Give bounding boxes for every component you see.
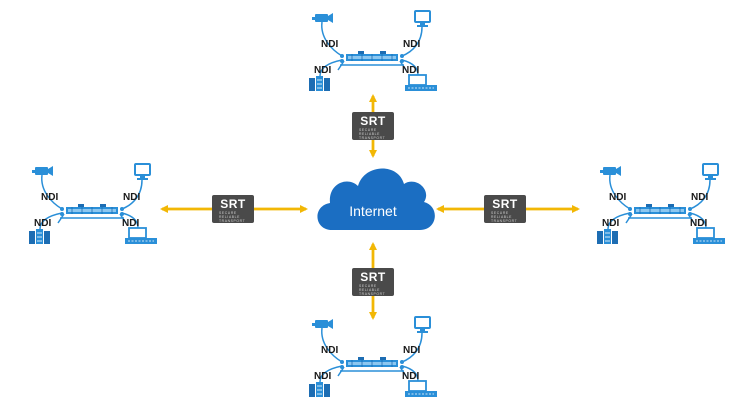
svg-text:RELIABLE: RELIABLE: [359, 132, 380, 136]
ndi-label: NDI: [34, 218, 51, 229]
svg-text:SECURE: SECURE: [491, 211, 509, 215]
internet-cloud: Internet: [317, 168, 435, 230]
ndi-label: NDI: [403, 345, 420, 356]
ndi-label: NDI: [602, 218, 619, 229]
ndi-label: NDI: [314, 371, 331, 382]
ndi-label: NDI: [402, 371, 419, 382]
svg-text:SRT: SRT: [220, 197, 246, 211]
device-cluster-top: NDI NDI NDI NDI: [308, 10, 438, 92]
ndi-label: NDI: [691, 192, 708, 203]
srt-badge-bottom: SRT SECURE RELIABLE TRANSPORT: [352, 268, 394, 296]
ndi-label: NDI: [402, 65, 419, 76]
svg-text:RELIABLE: RELIABLE: [219, 215, 240, 219]
ndi-label: NDI: [41, 192, 58, 203]
internet-label: Internet: [349, 203, 397, 219]
svg-text:RELIABLE: RELIABLE: [359, 288, 380, 292]
srt-badge-right: SRT SECURE RELIABLE TRANSPORT: [484, 195, 526, 223]
svg-text:SECURE: SECURE: [359, 284, 377, 288]
device-cluster-right: NDI NDI NDI NDI: [596, 163, 726, 245]
srt-badge-top: SRT SECURE RELIABLE TRANSPORT: [352, 112, 394, 140]
ndi-label: NDI: [321, 345, 338, 356]
svg-text:SECURE: SECURE: [219, 211, 237, 215]
svg-text:TRANSPORT: TRANSPORT: [219, 219, 245, 223]
svg-text:RELIABLE: RELIABLE: [491, 215, 512, 219]
svg-text:SRT: SRT: [360, 114, 386, 128]
ndi-label: NDI: [123, 192, 140, 203]
ndi-label: NDI: [122, 218, 139, 229]
device-cluster-bottom: NDI NDI NDI NDI: [308, 316, 438, 398]
svg-text:SRT: SRT: [492, 197, 518, 211]
svg-text:SECURE: SECURE: [359, 128, 377, 132]
svg-text:SRT: SRT: [360, 270, 386, 284]
device-cluster-left: NDI NDI NDI NDI: [28, 163, 158, 245]
ndi-label: NDI: [690, 218, 707, 229]
srt-badge-left: SRT SECURE RELIABLE TRANSPORT: [212, 195, 254, 223]
svg-text:TRANSPORT: TRANSPORT: [491, 219, 517, 223]
ndi-label: NDI: [314, 65, 331, 76]
ndi-label: NDI: [321, 39, 338, 50]
svg-text:TRANSPORT: TRANSPORT: [359, 292, 385, 296]
ndi-label: NDI: [403, 39, 420, 50]
ndi-label: NDI: [609, 192, 626, 203]
svg-text:TRANSPORT: TRANSPORT: [359, 136, 385, 140]
